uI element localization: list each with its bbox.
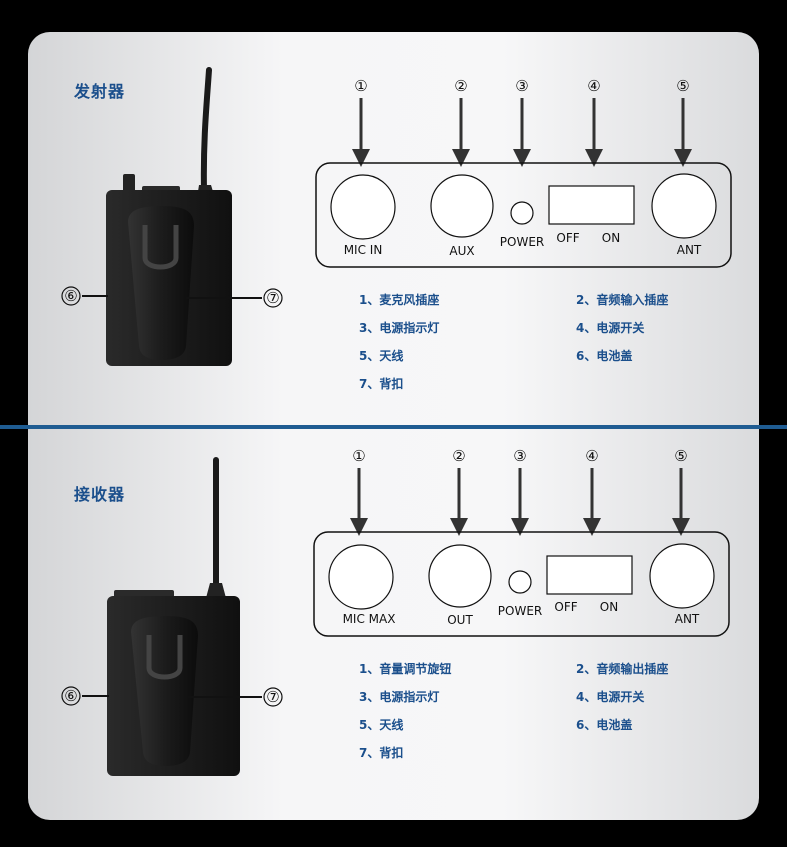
receiver-ant-label: ANT	[675, 612, 700, 626]
transmitter-callout-6-ring	[61, 286, 81, 306]
receiver-legend-item-6: 6、电池盖	[576, 718, 633, 732]
receiver-mic-max-jack	[328, 544, 394, 610]
transmitter-device: ⑥ ⑦	[61, 67, 283, 366]
receiver-legend-item-1: 1、音量调节旋钮	[359, 662, 452, 676]
receiver-callout-1: ①	[352, 447, 365, 465]
receiver-legend-item-4: 4、电源开关	[576, 690, 645, 704]
receiver-device: ⑥ ⑦	[61, 457, 283, 776]
receiver-callout-3: ③	[513, 447, 526, 465]
receiver-callout-6-ring	[61, 686, 81, 706]
transmitter-mic-in-label: MIC IN	[344, 243, 383, 257]
transmitter-mic-in-jack	[330, 174, 396, 240]
receiver-callouts: ① ② ③ ④ ⑤	[350, 447, 690, 536]
receiver-legend-item-5: 5、天线	[359, 718, 404, 732]
transmitter-ant-label: ANT	[677, 243, 702, 257]
section-divider	[0, 425, 787, 429]
receiver-legend-item-7: 7、背扣	[359, 746, 404, 760]
transmitter-off-label: OFF	[556, 231, 579, 245]
receiver-title: 接收器	[74, 485, 126, 504]
receiver-power-switch	[546, 555, 633, 595]
transmitter-legend-item-3: 3、电源指示灯	[359, 321, 440, 335]
transmitter-legend-item-5: 5、天线	[359, 349, 404, 363]
transmitter-callout-6: ⑥	[64, 287, 77, 305]
receiver-panel-outline	[313, 531, 730, 637]
transmitter-legend-item-4: 4、电源开关	[576, 321, 645, 335]
receiver-legend-item-3: 3、电源指示灯	[359, 690, 440, 704]
transmitter-knob	[123, 174, 135, 192]
transmitter-callouts: ① ② ③ ④ ⑤	[352, 77, 692, 167]
transmitter-callout-3: ③	[515, 77, 528, 95]
receiver-callout-6: ⑥	[64, 687, 77, 705]
receiver-callout-5: ⑤	[674, 447, 687, 465]
transmitter-callout-2: ②	[454, 77, 467, 95]
transmitter-ant-jack	[651, 173, 717, 239]
transmitter-panel: ① ② ③ ④ ⑤ MIC IN AUX POWER OFF ON ANT	[315, 77, 732, 268]
transmitter-callout-5: ⑤	[676, 77, 689, 95]
transmitter-callout-4: ④	[587, 77, 600, 95]
receiver-ant-jack	[649, 543, 715, 609]
receiver-power-label: POWER	[498, 604, 542, 618]
receiver-legend-item-2: 2、音频输出插座	[576, 662, 669, 676]
transmitter-clip-loop	[142, 225, 179, 270]
receiver-antenna-base	[206, 583, 226, 598]
transmitter-antenna	[200, 67, 212, 193]
receiver-panel: ① ② ③ ④ ⑤ MIC MAX OUT POWER OFF ON ANT	[313, 447, 730, 637]
receiver-mic-max-label: MIC MAX	[343, 612, 396, 626]
transmitter-aux-label: AUX	[449, 244, 474, 258]
transmitter-title: 发射器	[74, 82, 126, 101]
receiver-power-led	[508, 570, 532, 594]
transmitter-callout-7: ⑦	[266, 289, 279, 307]
transmitter-legend-item-6: 6、电池盖	[576, 349, 633, 363]
transmitter-power-switch	[548, 185, 635, 225]
transmitter-on-label: ON	[602, 231, 620, 245]
receiver-callout-4: ④	[585, 447, 598, 465]
transmitter-power-led	[510, 201, 534, 225]
receiver-callout-7: ⑦	[266, 688, 279, 706]
transmitter-legend-item-1: 1、麦克风插座	[359, 293, 440, 307]
transmitter-legend-item-7: 7、背扣	[359, 377, 404, 391]
receiver-on-label: ON	[600, 600, 618, 614]
receiver-callout-2: ②	[452, 447, 465, 465]
receiver-callout-7-ring	[263, 687, 283, 707]
receiver-out-label: OUT	[447, 613, 473, 627]
transmitter-legend-item-2: 2、音频输入插座	[576, 293, 669, 307]
receiver-off-label: OFF	[554, 600, 577, 614]
transmitter-callout-1: ①	[354, 77, 367, 95]
transmitter-power-label: POWER	[500, 235, 544, 249]
receiver-out-jack	[428, 544, 492, 608]
transmitter-callout-7-ring	[263, 288, 283, 308]
receiver-clip-loop	[146, 635, 183, 680]
transmitter-aux-jack	[430, 174, 494, 238]
transmitter-panel-outline	[315, 162, 732, 268]
